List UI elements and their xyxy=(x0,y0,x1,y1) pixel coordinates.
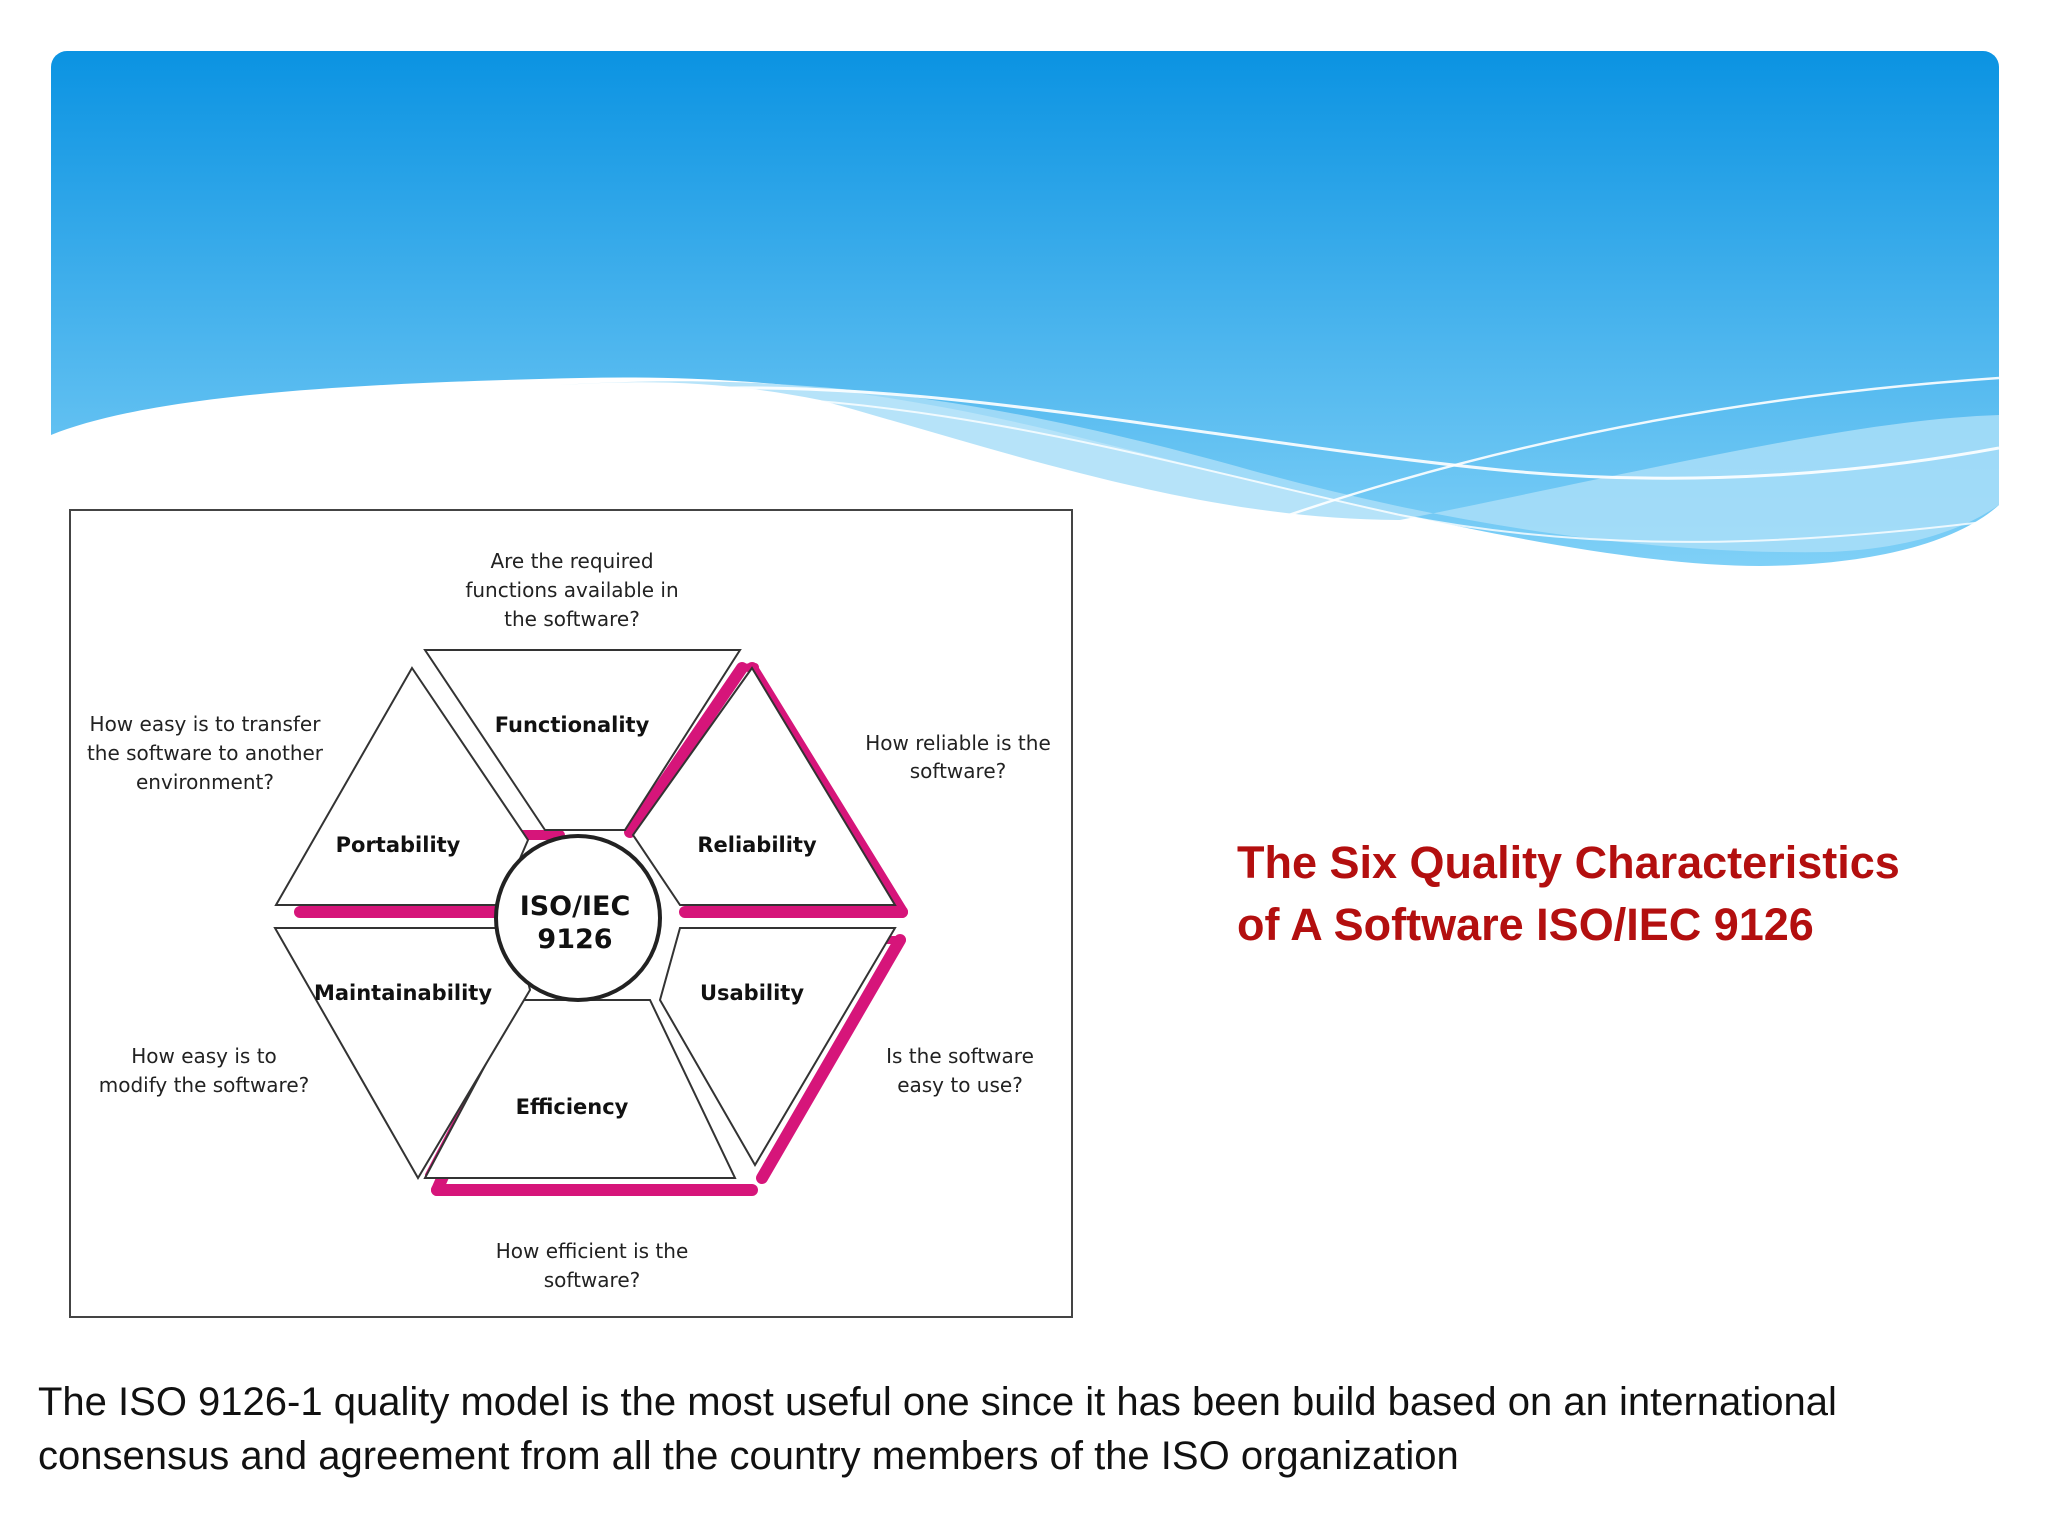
question-usability: Is the software easy to use? xyxy=(886,1044,1034,1097)
question-line: software? xyxy=(910,759,1007,783)
question-functionality: Are the required functions available in … xyxy=(465,549,678,631)
center-label-line2: 9126 xyxy=(537,924,612,955)
question-line: modify the software? xyxy=(99,1073,310,1097)
slide-caption: The ISO 9126-1 quality model is the most… xyxy=(38,1375,2028,1483)
question-line: How reliable is the xyxy=(865,731,1051,755)
question-line: easy to use? xyxy=(897,1073,1023,1097)
header-gradient-band xyxy=(51,51,1999,566)
label-reliability: Reliability xyxy=(697,833,817,857)
header-wave-banner xyxy=(51,51,1999,566)
segment-reliability xyxy=(631,666,897,906)
label-portability: Portability xyxy=(336,833,461,857)
header-wave-line xyxy=(639,386,1999,480)
question-line: the software? xyxy=(504,607,640,631)
question-line: software? xyxy=(544,1268,641,1292)
header-wave-line xyxy=(1259,376,1999,527)
segment-efficiency xyxy=(423,999,737,1179)
segment-functionality xyxy=(423,649,742,831)
segment-usability xyxy=(658,927,897,1167)
slide-title-line2: of A Software ISO/IEC 9126 xyxy=(1237,899,1814,950)
hexagon-segments xyxy=(273,649,897,1180)
question-line: environment? xyxy=(136,770,274,794)
question-reliability: How reliable is the software? xyxy=(865,731,1051,783)
header-wave-line xyxy=(599,394,1999,543)
question-line: the software to another xyxy=(87,741,324,765)
question-efficiency: How efficient is the software? xyxy=(496,1239,689,1292)
header-light-wave xyxy=(560,381,1999,553)
label-functionality: Functionality xyxy=(495,713,650,737)
question-line: Is the software xyxy=(886,1044,1034,1068)
slide-title-line1: The Six Quality Characteristics xyxy=(1237,837,1900,888)
question-line: How easy is to transfer xyxy=(90,712,322,736)
question-maintainability: How easy is to modify the software? xyxy=(99,1044,310,1097)
question-line: functions available in xyxy=(465,578,678,602)
caption-line1: The ISO 9126-1 quality model is the most… xyxy=(38,1380,1837,1424)
label-efficiency: Efficiency xyxy=(516,1095,629,1119)
center-label-line1: ISO/IEC xyxy=(520,891,631,922)
segment-maintainability xyxy=(273,927,532,1180)
question-portability: How easy is to transfer the software to … xyxy=(87,712,324,794)
question-line: How efficient is the xyxy=(496,1239,689,1263)
label-maintainability: Maintainability xyxy=(314,981,492,1005)
center-circle xyxy=(494,834,662,1002)
question-line: How easy is to xyxy=(131,1044,277,1068)
caption-line2: consensus and agreement from all the cou… xyxy=(38,1434,1459,1478)
question-line: Are the required xyxy=(490,549,653,573)
slide-title: The Six Quality Characteristics of A Sof… xyxy=(1237,832,2017,956)
label-usability: Usability xyxy=(700,981,804,1005)
